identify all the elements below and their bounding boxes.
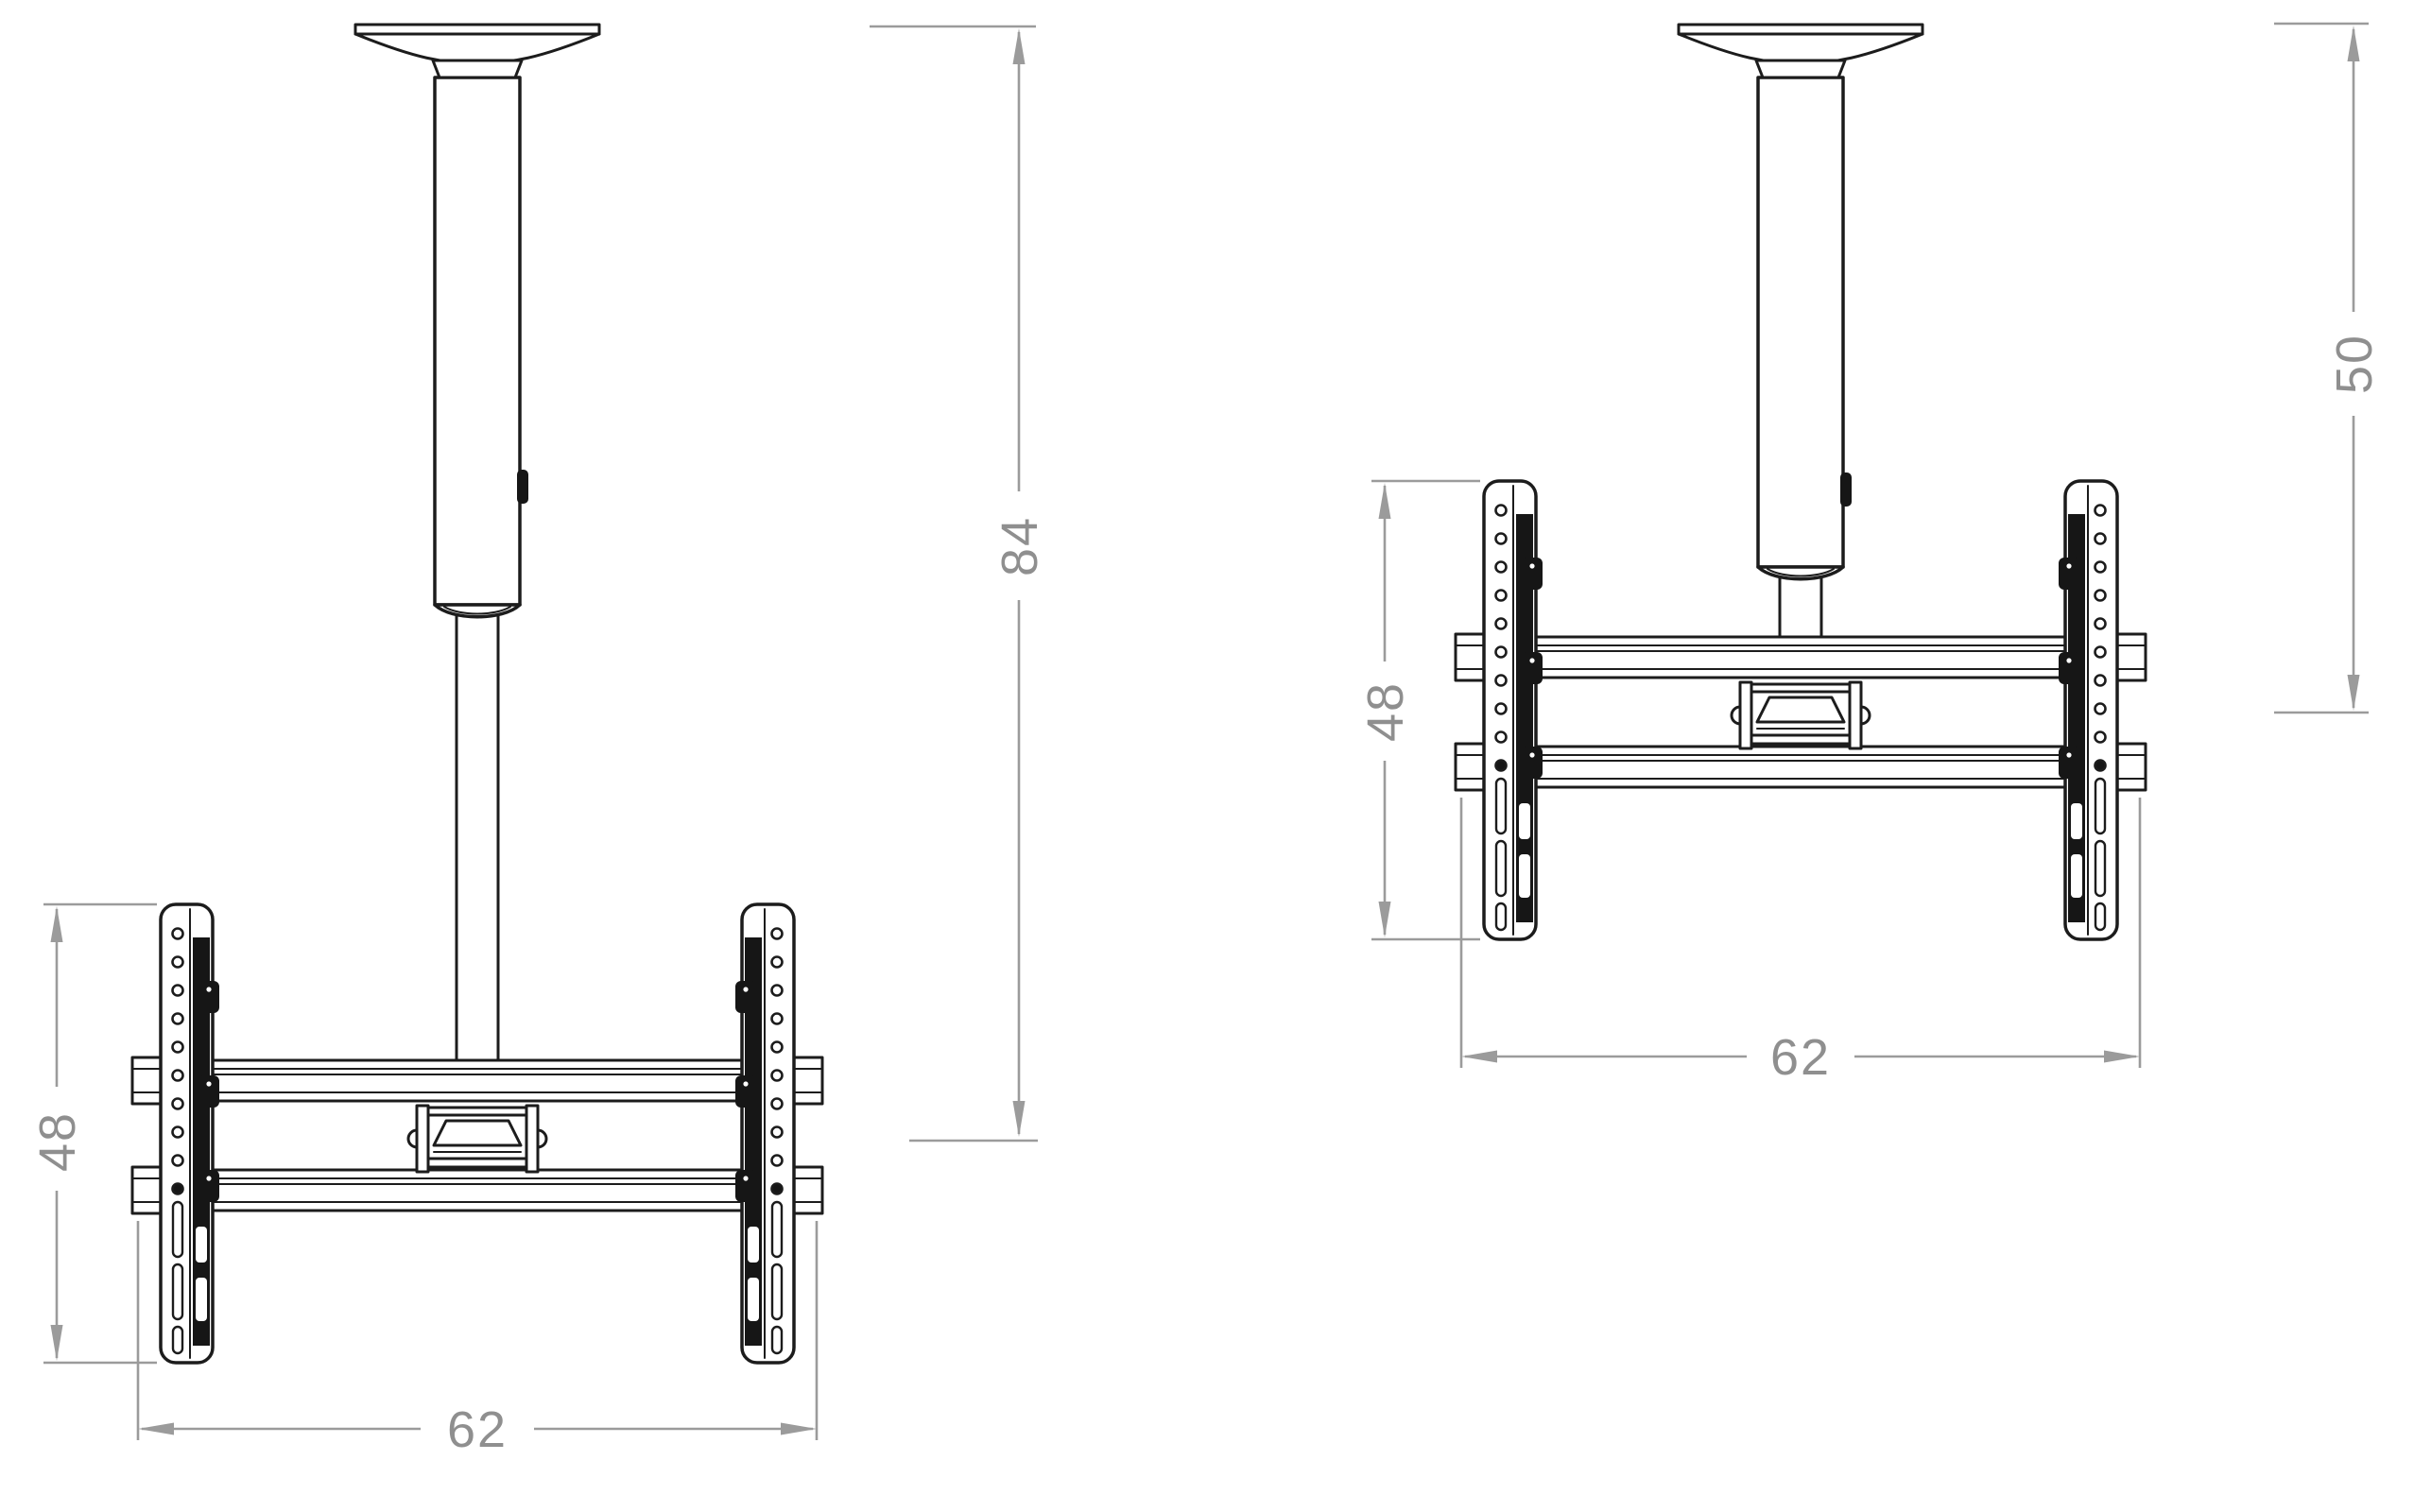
ceiling-plate [1677, 23, 1924, 36]
outer-tube-cap [433, 603, 522, 619]
locking-knob [517, 470, 528, 504]
telescopic-pole-extended [353, 23, 601, 1067]
outer-tube [1756, 76, 1845, 569]
dim-label-50: 50 [2326, 334, 2383, 394]
pole-collar [1754, 59, 1847, 79]
ceiling-plate-dish [353, 32, 601, 65]
figure-pole-retracted: 48 62 50 [1357, 22, 2383, 1086]
dimension-height-left-figure: 84 [870, 25, 1048, 1143]
pole-collar [431, 59, 524, 79]
dimension-width-right-figure: 62 [1459, 798, 2142, 1086]
inner-tube [1778, 570, 1823, 644]
dim-label-48: 48 [1357, 681, 1414, 742]
telescopic-pole-retracted [1677, 23, 1924, 644]
dimension-bracket-height-right-figure: 48 [1357, 479, 1480, 941]
dim-label-84: 84 [991, 516, 1048, 576]
ceiling-plate [353, 23, 601, 36]
dimension-height-right-figure: 50 [2274, 22, 2383, 714]
dimension-width-left-figure: 62 [136, 1221, 819, 1458]
ceiling-plate-dish [1677, 32, 1924, 65]
dim-label-62: 62 [447, 1401, 508, 1458]
outer-tube [433, 76, 522, 607]
locking-knob [1840, 472, 1852, 507]
dim-label-48: 48 [29, 1111, 86, 1172]
figure-pole-extended: 48 62 84 [29, 23, 1048, 1458]
dim-label-62: 62 [1770, 1029, 1831, 1086]
outer-tube-cap [1756, 565, 1845, 581]
inner-tube [455, 608, 500, 1067]
dimension-bracket-height-left-figure: 48 [29, 902, 157, 1365]
